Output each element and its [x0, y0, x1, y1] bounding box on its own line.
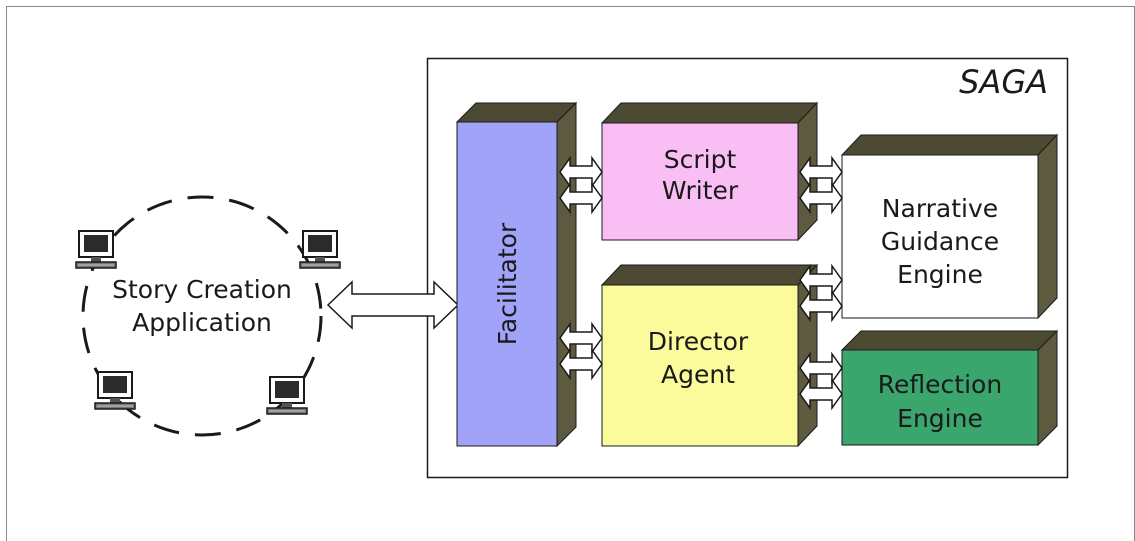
computer-icon	[299, 230, 341, 269]
facilitator-label: Facilitator	[493, 222, 522, 345]
director-agent-line2: Agent	[661, 360, 735, 389]
connector-arrow	[799, 181, 843, 215]
script-writer-box: Script Writer	[600, 101, 819, 242]
reflection-line1: Reflection	[878, 370, 1002, 399]
script-writer-face	[601, 122, 799, 241]
connector-arrow	[559, 181, 603, 215]
connector-arrows	[559, 155, 843, 411]
narrative-guidance-engine-face	[841, 154, 1039, 319]
computer-icon	[266, 376, 308, 415]
connector-arrow	[799, 263, 843, 297]
connector-arrow	[799, 289, 843, 323]
director-agent-line1: Director	[648, 327, 749, 356]
computer-icon	[94, 371, 136, 410]
connector-arrow	[799, 377, 843, 411]
connector-arrow	[799, 351, 843, 385]
client-label-line2: Application	[132, 308, 272, 337]
connector-arrow	[799, 155, 843, 189]
narrative-line3: Engine	[897, 260, 983, 289]
script-writer-line1: Script	[664, 145, 737, 174]
script-writer-line2: Writer	[662, 176, 739, 205]
reflection-engine-face	[841, 349, 1039, 446]
story-creation-client: Story Creation Application	[75, 195, 341, 437]
narrative-line2: Guidance	[881, 227, 999, 256]
director-agent-box: Director Agent	[600, 263, 819, 448]
reflection-line2: Engine	[897, 404, 983, 433]
connector-arrow	[559, 155, 603, 189]
network-ring	[81, 195, 323, 437]
facilitator-face	[456, 121, 558, 447]
director-agent-face	[601, 284, 799, 447]
saga-title: SAGA	[959, 63, 1048, 101]
narrative-line1: Narrative	[882, 194, 998, 223]
facilitator-box: Facilitator	[455, 101, 578, 448]
connector-arrow	[559, 347, 603, 381]
double-arrow	[326, 280, 460, 330]
client-label-line1: Story Creation	[112, 275, 292, 304]
reflection-engine-box: Reflection Engine	[840, 329, 1059, 447]
narrative-guidance-engine-box: Narrative Guidance Engine	[840, 133, 1059, 320]
connector-arrow	[559, 321, 603, 355]
computer-icon	[75, 230, 117, 269]
